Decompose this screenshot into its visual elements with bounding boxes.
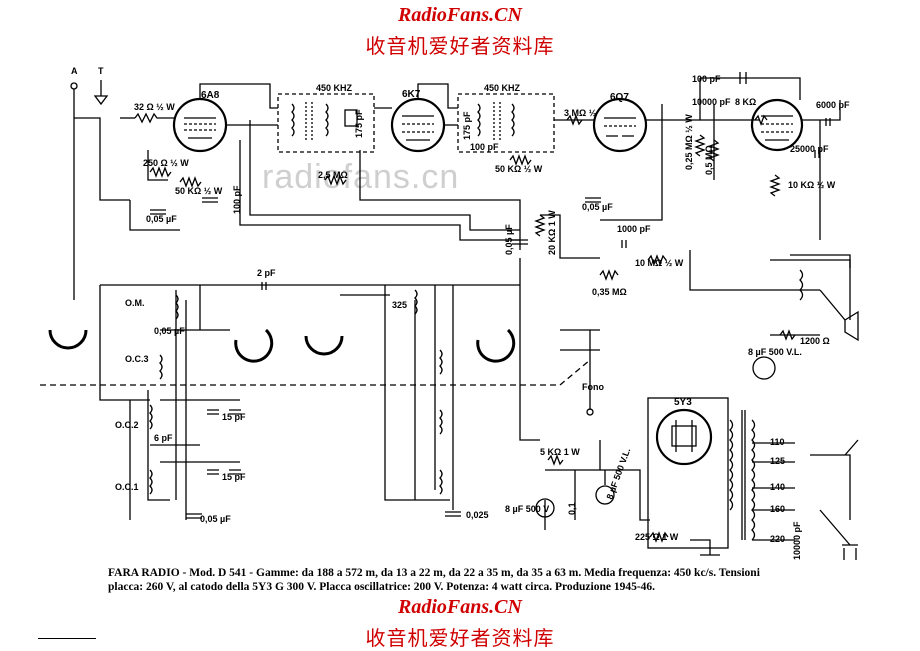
earth-label: T xyxy=(98,66,104,76)
c10000b-label: 10000 pF xyxy=(792,521,802,560)
site-subtitle-bottom: 收音机爱好者资料库 xyxy=(365,626,555,650)
r8k-label: 8 KΩ xyxy=(735,97,756,107)
c10000-label: 10000 pF xyxy=(692,97,731,107)
tube-6k7-label: 6K7 xyxy=(402,89,421,100)
coil-bank xyxy=(99,284,520,520)
c100-label: 100 pF xyxy=(232,185,242,214)
antenna-label: A xyxy=(71,66,78,76)
speaker xyxy=(689,250,859,342)
c005-label: 0,05 µF xyxy=(146,214,177,224)
earth-terminal: T xyxy=(93,66,109,106)
r250-label: 250 Ω ½ W xyxy=(143,158,189,168)
r10k-label: 10 KΩ ½ W xyxy=(788,180,836,190)
v220-label: 220 xyxy=(770,534,785,544)
if-transformer-2: 450 KHZ 175 pF xyxy=(457,83,555,153)
caption-line-1: FARA RADIO - Mod. D 541 - Gamme: da 188 … xyxy=(108,567,760,579)
c325-label: 325 xyxy=(392,300,407,310)
v140-label: 140 xyxy=(770,482,785,492)
r50k-label: 50 KΩ ½ W xyxy=(175,186,223,196)
c6000-label: 6000 pF xyxy=(816,100,850,110)
tube-5y3-label: 5Y3 xyxy=(674,397,692,408)
r50kb-label: 50 KΩ ½ W xyxy=(495,164,543,174)
c8a-label: 8 µF 500 V xyxy=(505,504,549,514)
schematic-caption: FARA RADIO - Mod. D 541 - Gamme: da 188 … xyxy=(108,566,828,594)
power-transformer xyxy=(647,397,859,560)
r3m-label: 3 MΩ ½ xyxy=(564,108,597,118)
component-labels: 32 Ω ½ W 250 Ω ½ W 50 KΩ ½ W 0,05 µF 100… xyxy=(115,74,850,560)
oc3-label: O.C.3 xyxy=(125,354,149,364)
oc1-label: O.C.1 xyxy=(115,482,139,492)
v110-label: 110 xyxy=(770,437,785,447)
om-label: O.M. xyxy=(125,298,145,308)
c175b-label: 175 pF xyxy=(462,111,472,140)
r225-label: 225 Ω 1 W xyxy=(635,532,679,542)
tube-6v6 xyxy=(750,98,804,152)
rf-coils xyxy=(149,289,443,495)
footer-rule xyxy=(38,638,96,639)
c0025-label: 0,025 xyxy=(466,510,489,520)
if2-label: 450 KHZ xyxy=(484,83,521,93)
band-switch xyxy=(40,328,600,386)
c005d-label: 0,05 µF xyxy=(200,514,231,524)
r5k-label: 5 KΩ 1 W xyxy=(540,447,580,457)
c8b-label: 8 µF 500 V.L. xyxy=(604,447,632,501)
c01-label: 0,1 xyxy=(567,502,577,515)
v160-label: 160 xyxy=(770,504,785,514)
r025m-label: 0,25 MΩ ½ W xyxy=(684,114,694,170)
if-transformer-1: 450 KHZ 175 pF xyxy=(277,83,375,153)
c25000-label: 25000 pF xyxy=(790,144,829,154)
power-rails xyxy=(544,330,720,556)
tube-6q7: 6Q7 xyxy=(592,92,648,153)
if1-label: 450 KHZ xyxy=(316,83,353,93)
v125-label: 125 xyxy=(770,456,785,466)
phono-label: Fono xyxy=(582,382,604,392)
resistors xyxy=(149,114,796,543)
c1000-label: 1000 pF xyxy=(617,224,651,234)
c15b-label: 15 pF xyxy=(222,472,246,482)
site-title-bottom: RadioFans.CN xyxy=(398,596,522,618)
c175a-label: 175 pF xyxy=(354,109,364,138)
r035-label: 0,35 MΩ xyxy=(592,287,627,297)
r10m-label: 10 MΩ ½ W xyxy=(635,258,684,268)
site-subtitle-top: 收音机爱好者资料库 xyxy=(365,34,555,58)
r20k-label: 20 KΩ 1 W xyxy=(547,210,557,255)
oc2-label: O.C.2 xyxy=(115,420,139,430)
tube-6a8-label: 6A8 xyxy=(201,90,220,101)
c100det-label: 100 pF xyxy=(470,142,499,152)
tube-6a8: 6A8 xyxy=(172,90,228,153)
c005-om-label: 0,05 µF xyxy=(154,326,185,336)
c15a-label: 15 pF xyxy=(222,412,246,422)
r05m-label: 0,5 MΩ xyxy=(704,145,714,175)
c2pf-label: 2 pF xyxy=(257,268,276,278)
c6pf-label: 6 pF xyxy=(154,433,173,443)
caption-line-2: placca: 260 V, al catodo della 5Y3 G 300… xyxy=(108,581,656,593)
c005c-label: 0,05 µF xyxy=(504,224,514,255)
antenna-terminal: A xyxy=(70,66,78,300)
c8c-label: 8 µF 500 V.L. xyxy=(748,347,802,357)
c100top-label: 100 pF xyxy=(692,74,721,84)
tube-6q7-label: 6Q7 xyxy=(610,92,629,103)
top-wiring xyxy=(74,72,841,441)
r25m-label: 2,5 MΩ xyxy=(318,170,348,180)
r1200-label: 1200 Ω xyxy=(800,336,830,346)
tube-5y3: 5Y3 xyxy=(655,397,713,466)
r32-label: 32 Ω ½ W xyxy=(134,102,175,112)
site-title-top: RadioFans.CN xyxy=(398,4,522,26)
c005b-label: 0,05 µF xyxy=(582,202,613,212)
